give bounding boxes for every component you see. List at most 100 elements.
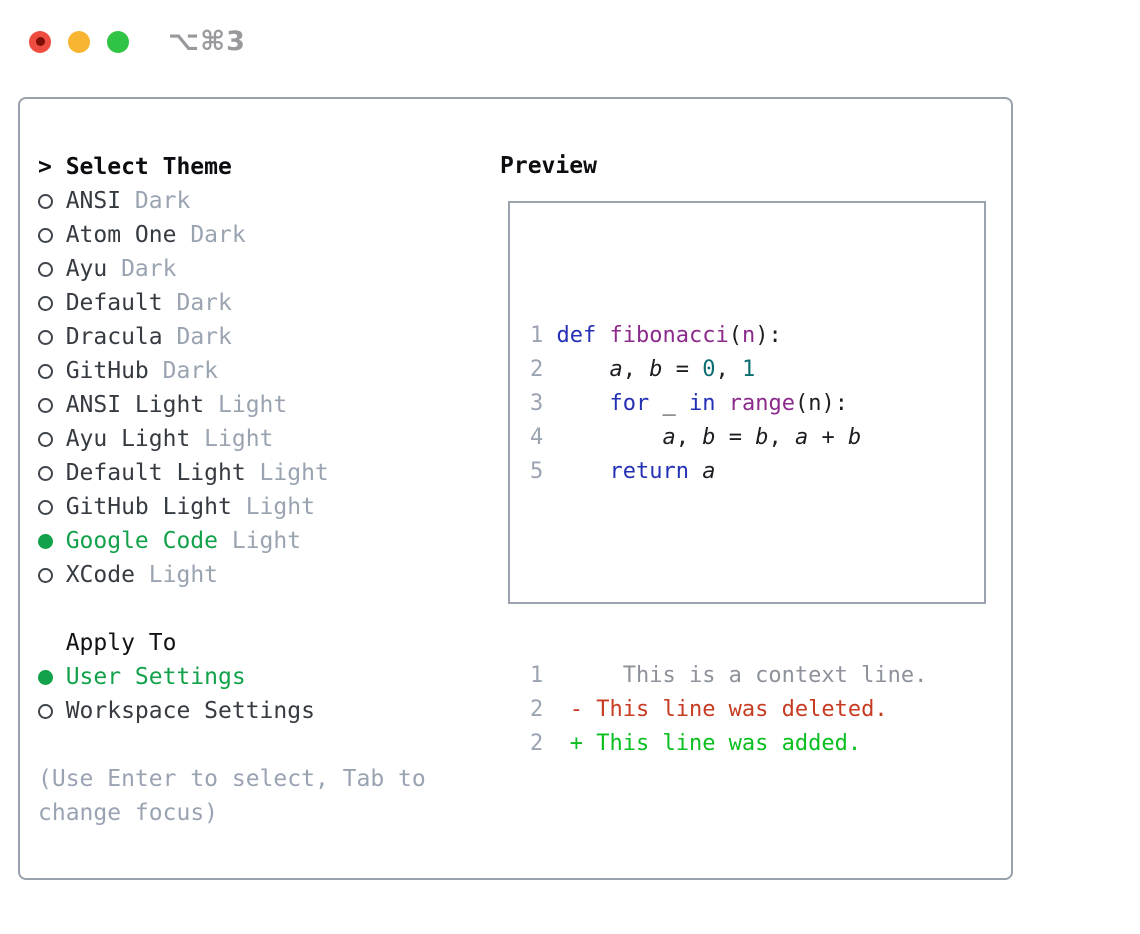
radio-icon [38,261,53,277]
line-number: 4 [530,425,544,450]
apply-option-label: Workspace Settings [65,698,315,724]
radio-marker [38,499,66,515]
spacer [530,557,927,591]
theme-option-label: ANSI Light [65,392,205,418]
diff-sample: 1 This is a context line. 2 - This line w… [530,659,927,761]
theme-option-dracula[interactable]: Dracula Dark [38,320,442,354]
line-number: 1 [530,663,544,688]
theme-variant-tag: Dark [134,188,191,214]
theme-option-ayu[interactable]: Ayu Dark [38,252,442,286]
radio-marker [38,567,66,583]
theme-option-label: GitHub [65,358,149,384]
line-number: 5 [530,459,544,484]
theme-option-label: Atom One [65,222,177,248]
theme-variant-tag: Light [231,528,302,554]
radio-icon [38,363,53,379]
diff-line-context: 1 This is a context line. [530,659,927,693]
radio-icon [38,295,53,311]
theme-option-label: Ayu [65,256,108,282]
selected-radio-icon [38,533,53,549]
theme-variant-tag: Dark [176,324,232,350]
theme-variant-tag: Light [218,392,288,418]
theme-variant-tag: Light [245,494,315,520]
selected-radio-icon [38,669,53,685]
theme-variant-tag: Dark [162,358,219,384]
code-line: 2 a, b = 0, 1 [530,357,756,382]
apply-to-title: Apply To [65,630,177,656]
select-theme-title: Select Theme [65,154,232,180]
code-line: 5 return a [530,459,716,484]
preview-box: 1 def fibonacci(n): 2 a, b = 0, 1 3 for _ … [508,201,986,756]
radio-marker [38,465,66,481]
diff-text: - This line was deleted. [556,697,888,722]
radio-icon [38,227,53,243]
radio-marker [38,193,66,209]
apply-option-workspace-settings[interactable]: Workspace Settings [38,694,442,728]
radio-marker [38,363,66,379]
zoom-button[interactable] [107,30,129,53]
radio-marker [38,295,66,311]
theme-option-label: GitHub Light [65,494,232,520]
line-number: 1 [530,323,544,348]
prompt-icon: > [38,154,52,180]
theme-variant-tag: Light [148,562,219,588]
radio-marker [38,669,66,685]
theme-option-github-light[interactable]: GitHub Light Light [38,490,442,524]
line-number: 2 [530,697,544,722]
code-preview: 1 def fibonacci(n): 2 a, b = 0, 1 3 for _ … [530,251,927,829]
theme-option-label: Dracula [65,324,163,350]
radio-icon [38,703,53,719]
theme-option-label: Ayu Light [65,426,191,452]
code-line: 3 for _ in range(n): [530,391,848,416]
apply-to-header: Apply To [38,626,442,660]
minimize-button[interactable] [68,30,90,53]
code-line: 1 def fibonacci(n): [530,323,782,348]
syntax-highlight-sample: 1 def fibonacci(n): 2 a, b = 0, 1 3 for _ … [530,319,927,489]
theme-option-default[interactable]: Default Dark [38,286,442,320]
window-titlebar: ⌥⌘3 [29,26,246,57]
keyboard-help-hint: (Use Enter to select, Tab to change focu… [38,766,426,826]
radio-marker [38,533,66,549]
theme-option-ansi[interactable]: ANSI Dark [38,184,442,218]
diff-text: This is a context line. [556,663,928,688]
theme-variant-tag: Dark [121,256,177,282]
theme-variant-tag: Dark [176,290,232,316]
radio-icon [38,431,53,447]
theme-option-label: Google Code [65,528,219,554]
theme-option-label: XCode [65,562,135,588]
select-theme-header: > Select Theme [38,150,442,184]
preview-title: Preview [500,153,597,179]
radio-marker [38,431,66,447]
radio-marker [38,227,66,243]
apply-option-label: User Settings [65,664,246,690]
radio-icon [38,329,53,345]
theme-option-label: Default [65,290,163,316]
radio-icon [38,193,53,209]
theme-option-ansi-light[interactable]: ANSI Light Light [38,388,442,422]
theme-option-label: ANSI [65,188,122,214]
spacer [38,728,442,762]
theme-option-github[interactable]: GitHub Dark [38,354,442,388]
theme-variant-tag: Dark [190,222,246,248]
theme-option-atom-one[interactable]: Atom One Dark [38,218,442,252]
spacer [38,592,442,626]
theme-option-label: Default Light [65,460,246,486]
radio-marker [38,703,66,719]
theme-option-google-code[interactable]: Google Code Light [38,524,442,558]
radio-icon [38,499,53,515]
radio-marker [38,261,66,277]
line-number: 3 [530,391,544,416]
radio-icon [38,465,53,481]
theme-option-xcode[interactable]: XCode Light [38,558,442,592]
close-button[interactable] [29,30,51,53]
window-shortcut-title: ⌥⌘3 [168,26,246,57]
theme-option-default-light[interactable]: Default Light Light [38,456,442,490]
theme-variant-tag: Light [259,460,329,486]
code-line: 4 a, b = b, a + b [530,425,862,450]
apply-option-user-settings[interactable]: User Settings [38,660,442,694]
diff-line-added: 2 + This line was added. [530,727,927,761]
